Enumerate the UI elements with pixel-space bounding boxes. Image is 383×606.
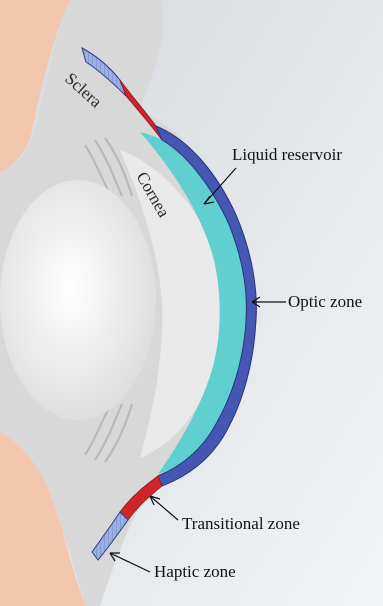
- label-liquid-reservoir: Liquid reservoir: [232, 145, 342, 164]
- crystalline-lens: [0, 180, 156, 420]
- label-haptic-zone: Haptic zone: [154, 562, 236, 581]
- label-optic-zone: Optic zone: [288, 292, 362, 311]
- label-transitional-zone: Transitional zone: [182, 514, 300, 533]
